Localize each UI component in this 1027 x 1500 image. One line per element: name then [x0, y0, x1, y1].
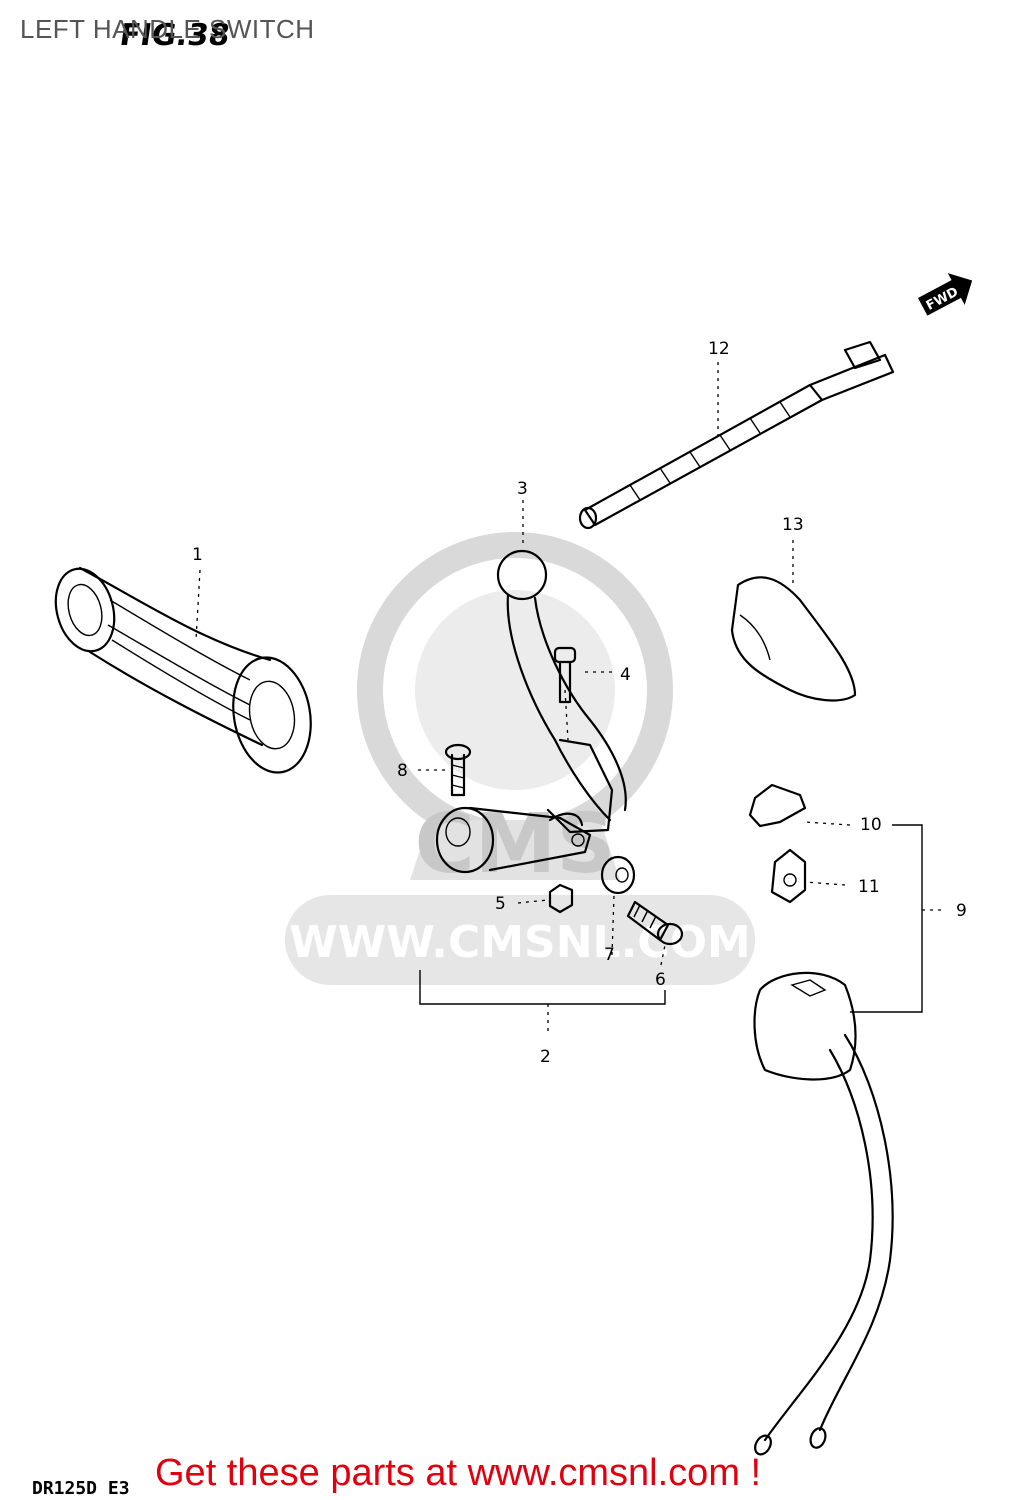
cta-link[interactable]: Get these parts at www.cmsnl.com !	[155, 1452, 762, 1494]
callout-1: 1	[192, 545, 203, 565]
part-cable-tie	[578, 340, 895, 530]
page-title: LEFT HANDLE SWITCH	[20, 14, 315, 44]
callouts: 1 2 3 4 5 6 7 8 9 10 11 12 13	[192, 339, 967, 1067]
part-nut	[548, 883, 574, 914]
callout-10: 10	[860, 815, 882, 835]
part-bolt	[626, 900, 684, 946]
callout-8: 8	[397, 761, 408, 781]
model-code: DR125D E3	[32, 1478, 130, 1499]
callout-11: 11	[858, 877, 880, 897]
watermark-logo-text: CMS	[415, 797, 616, 892]
brackets	[419, 824, 945, 1035]
leader-lines	[195, 362, 851, 966]
callout-5: 5	[495, 894, 506, 914]
fwd-arrow-icon: FWD	[918, 273, 973, 316]
callout-4: 4	[620, 665, 631, 685]
part-cover	[730, 576, 857, 702]
callout-7: 7	[604, 945, 615, 965]
part-washer	[600, 855, 636, 895]
part-clamp-lower	[770, 848, 807, 904]
callout-13: 13	[782, 515, 804, 535]
callout-2: 2	[540, 1047, 551, 1067]
part-lever-holder	[435, 806, 592, 874]
part-pin	[553, 646, 577, 704]
part-screw	[444, 743, 472, 797]
part-grip	[54, 566, 312, 774]
callout-12: 12	[708, 339, 730, 359]
part-lever	[496, 549, 627, 834]
watermark-url: WWW.CMSNL.COM	[289, 917, 751, 968]
callout-6: 6	[655, 970, 666, 990]
watermark: CMS WWW.CMSNL.COM	[285, 532, 755, 985]
callout-3: 3	[517, 479, 528, 499]
callout-9: 9	[956, 901, 967, 921]
part-switch-assembly	[753, 971, 894, 1456]
cms-logo-watermark	[357, 532, 673, 880]
part-clamp-upper	[748, 783, 807, 828]
